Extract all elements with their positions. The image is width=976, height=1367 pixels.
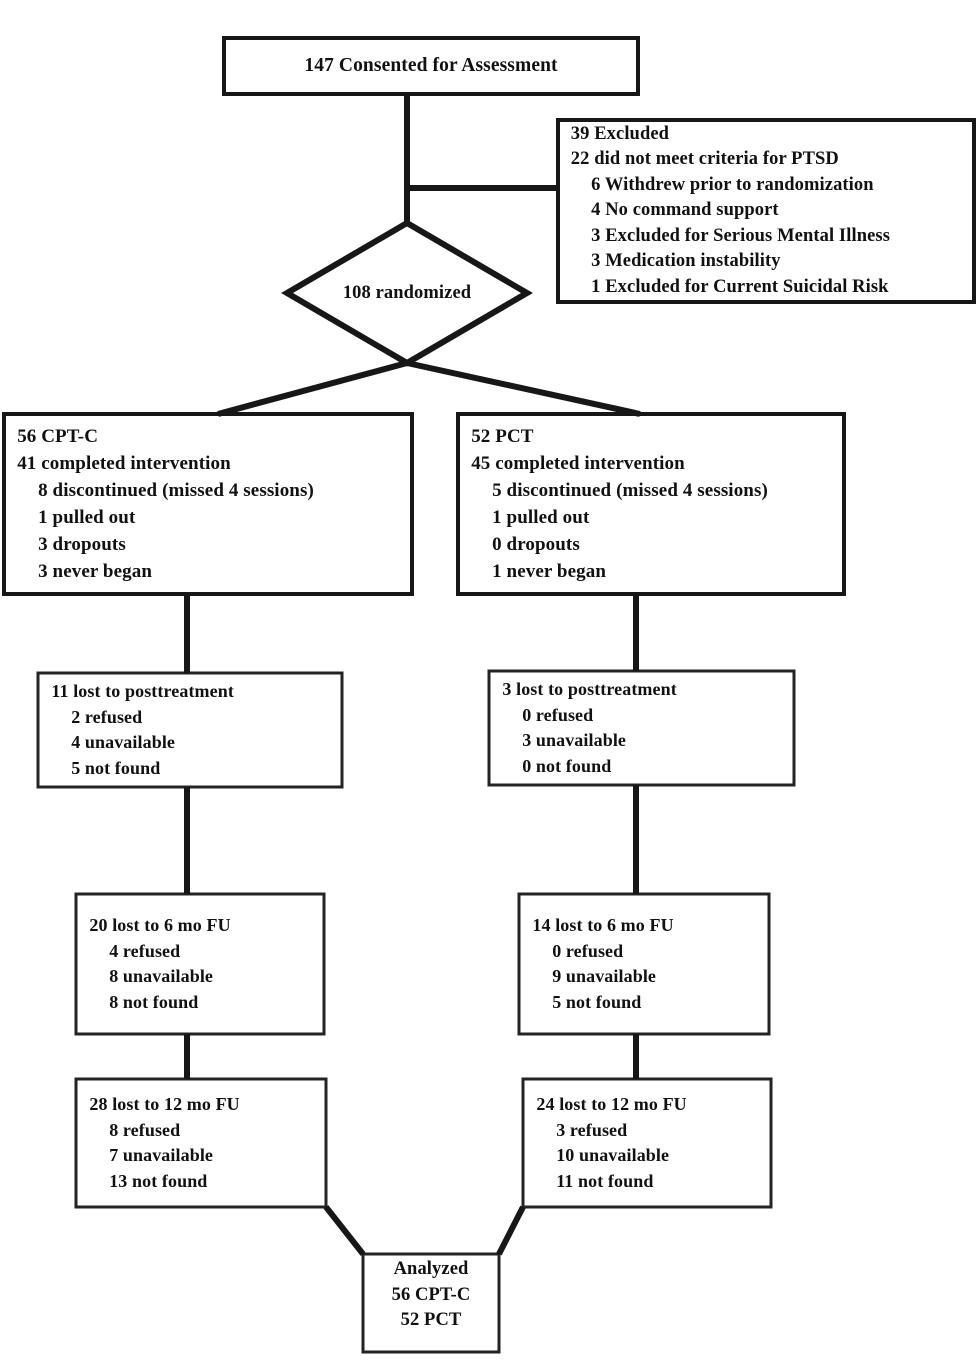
node-text-line: 28 lost to 12 mo FU	[89, 1094, 240, 1114]
node-fu6-left: 20 lost to 6 mo FU 4 refused 8 unavailable…	[75, 893, 325, 1035]
node-text-line: 24 lost to 12 mo FU	[536, 1094, 687, 1114]
node-text-line: 3 never began	[38, 561, 152, 582]
fu12-right-lines: 24 lost to 12 mo FU 3 refused 10 unavailab…	[522, 1092, 772, 1194]
connector-randomized-to-pct	[406, 360, 641, 417]
node-text-line: 22 did not meet criteria for PTSD	[570, 149, 839, 170]
node-fu12-right: 24 lost to 12 mo FU 3 refused 10 unavailab…	[522, 1078, 772, 1208]
node-analyzed: Analyzed 56 CPT-C 52 PCT	[362, 1253, 500, 1353]
fu12-left-box-outline	[74, 1077, 328, 1209]
node-text-line: 147 Consented for Assessment	[304, 55, 558, 76]
node-post-left: 11 lost to posttreatment 2 refused 4 unava…	[37, 672, 343, 788]
node-text-line: 6 Withdrew prior to randomization	[591, 174, 874, 195]
node-randomized: 108 randomized	[296, 270, 518, 316]
consented-lines: 147 Consented for Assessment	[304, 53, 557, 79]
node-fu6-right: 14 lost to 6 mo FU 0 refused 9 unavailable…	[518, 893, 770, 1035]
node-text-line: 1 never began	[492, 561, 606, 582]
fu6-right-lines: 14 lost to 6 mo FU 0 refused 9 unavailable…	[518, 913, 770, 1015]
node-text-line: 1 pulled out	[492, 507, 590, 528]
excluded-lines: 39 Excluded 22 did not meet criteria for …	[556, 122, 976, 301]
node-text-line: 8 not found	[109, 991, 199, 1012]
node-text-line: 13 not found	[109, 1170, 208, 1191]
consented-box-outline	[222, 36, 640, 96]
node-text-line: 14 lost to 6 mo FU	[532, 915, 674, 935]
node-text-line: 1 pulled out	[38, 507, 136, 528]
post-right-lines: 3 lost to posttreatment 0 refused 3 unavai…	[488, 677, 795, 779]
node-text-line: 3 dropouts	[38, 534, 126, 555]
node-text-line: 52 PCT	[400, 1310, 462, 1330]
connector-fu12-right-to-analyzed	[496, 1205, 526, 1256]
node-pct: 52 PCT 45 completed intervention 5 discont…	[456, 412, 846, 596]
node-text-line: 5 not found	[552, 991, 642, 1012]
node-text-line: 4 unavailable	[71, 732, 176, 752]
node-text-line: Analyzed	[393, 1259, 469, 1279]
node-text-line: 0 refused	[522, 704, 594, 725]
node-text-line: 4 No command support	[591, 200, 779, 221]
fu12-left-lines: 28 lost to 12 mo FU 8 refused 7 unavailabl…	[75, 1092, 327, 1194]
node-text-line: 3 refused	[556, 1119, 628, 1140]
node-text-line: 1 Excluded for Current Suicidal Risk	[591, 276, 889, 297]
node-text-line: 8 refused	[109, 1119, 181, 1140]
fu6-left-lines: 20 lost to 6 mo FU 4 refused 8 unavailable…	[75, 913, 325, 1015]
node-text-line: 0 dropouts	[492, 534, 580, 555]
post-left-box-outline	[36, 671, 344, 789]
node-text-line: 11 lost to posttreatment	[51, 681, 234, 701]
fu12-right-box-outline	[521, 1077, 773, 1209]
post-left-lines: 11 lost to posttreatment 2 refused 4 unava…	[37, 679, 343, 781]
node-text-line: 11 not found	[556, 1170, 654, 1191]
node-text-line: 7 unavailable	[109, 1145, 214, 1165]
connector-randomized-to-cptc	[217, 360, 408, 417]
node-text-line: 45 completed intervention	[471, 453, 685, 474]
node-text-line: 52 PCT	[471, 426, 534, 447]
node-text-line: 56 CPT-C	[17, 426, 99, 447]
pct-lines: 52 PCT 45 completed intervention 5 discont…	[456, 423, 846, 585]
node-text-line: 9 unavailable	[552, 966, 657, 986]
excluded-box-outline	[556, 118, 976, 304]
fu6-left-box-outline	[74, 892, 326, 1036]
node-text-line: 0 refused	[552, 940, 624, 961]
node-text-line: 20 lost to 6 mo FU	[89, 915, 231, 935]
analyzed-lines: Analyzed 56 CPT-C 52 PCT	[392, 1257, 471, 1334]
node-text-line: 10 unavailable	[556, 1145, 670, 1165]
node-text-line: 0 not found	[522, 755, 612, 776]
pct-box-outline	[456, 412, 846, 596]
node-text-line: 4 refused	[109, 940, 181, 961]
node-post-right: 3 lost to posttreatment 0 refused 3 unavai…	[488, 670, 795, 786]
node-text-line: 39 Excluded	[570, 123, 670, 144]
node-excluded: 39 Excluded 22 did not meet criteria for …	[556, 118, 976, 304]
node-text-line: 56 CPT-C	[391, 1284, 471, 1305]
node-text-line: 2 refused	[71, 706, 143, 727]
post-right-box-outline	[487, 669, 796, 787]
node-text-line: 3 Medication instability	[591, 251, 781, 272]
connector-fu12-left-to-analyzed	[323, 1205, 366, 1256]
node-text-line: 41 completed intervention	[17, 453, 231, 474]
cptc-box-outline	[2, 412, 414, 596]
node-text-line: 3 Excluded for Serious Mental Illness	[591, 225, 891, 246]
node-fu12-left: 28 lost to 12 mo FU 8 refused 7 unavailabl…	[75, 1078, 327, 1208]
node-text-line: 3 lost to posttreatment	[502, 679, 677, 699]
node-cptc: 56 CPT-C 41 completed intervention 8 disco…	[2, 412, 414, 596]
fu6-right-box-outline	[517, 892, 771, 1036]
node-text-line: 8 discontinued (missed 4 sessions)	[38, 480, 314, 501]
analyzed-box-outline	[361, 1252, 501, 1354]
cptc-lines: 56 CPT-C 41 completed intervention 8 disco…	[2, 423, 414, 585]
node-text-line: 3 unavailable	[522, 730, 627, 750]
node-text-line: 5 discontinued (missed 4 sessions)	[492, 480, 768, 501]
node-text-line: 108 randomized	[342, 282, 472, 303]
node-text-line: 8 unavailable	[109, 966, 214, 986]
node-text-line: 5 not found	[71, 757, 161, 778]
node-consented: 147 Consented for Assessment	[222, 36, 640, 96]
randomized-lines: 108 randomized	[343, 281, 471, 306]
